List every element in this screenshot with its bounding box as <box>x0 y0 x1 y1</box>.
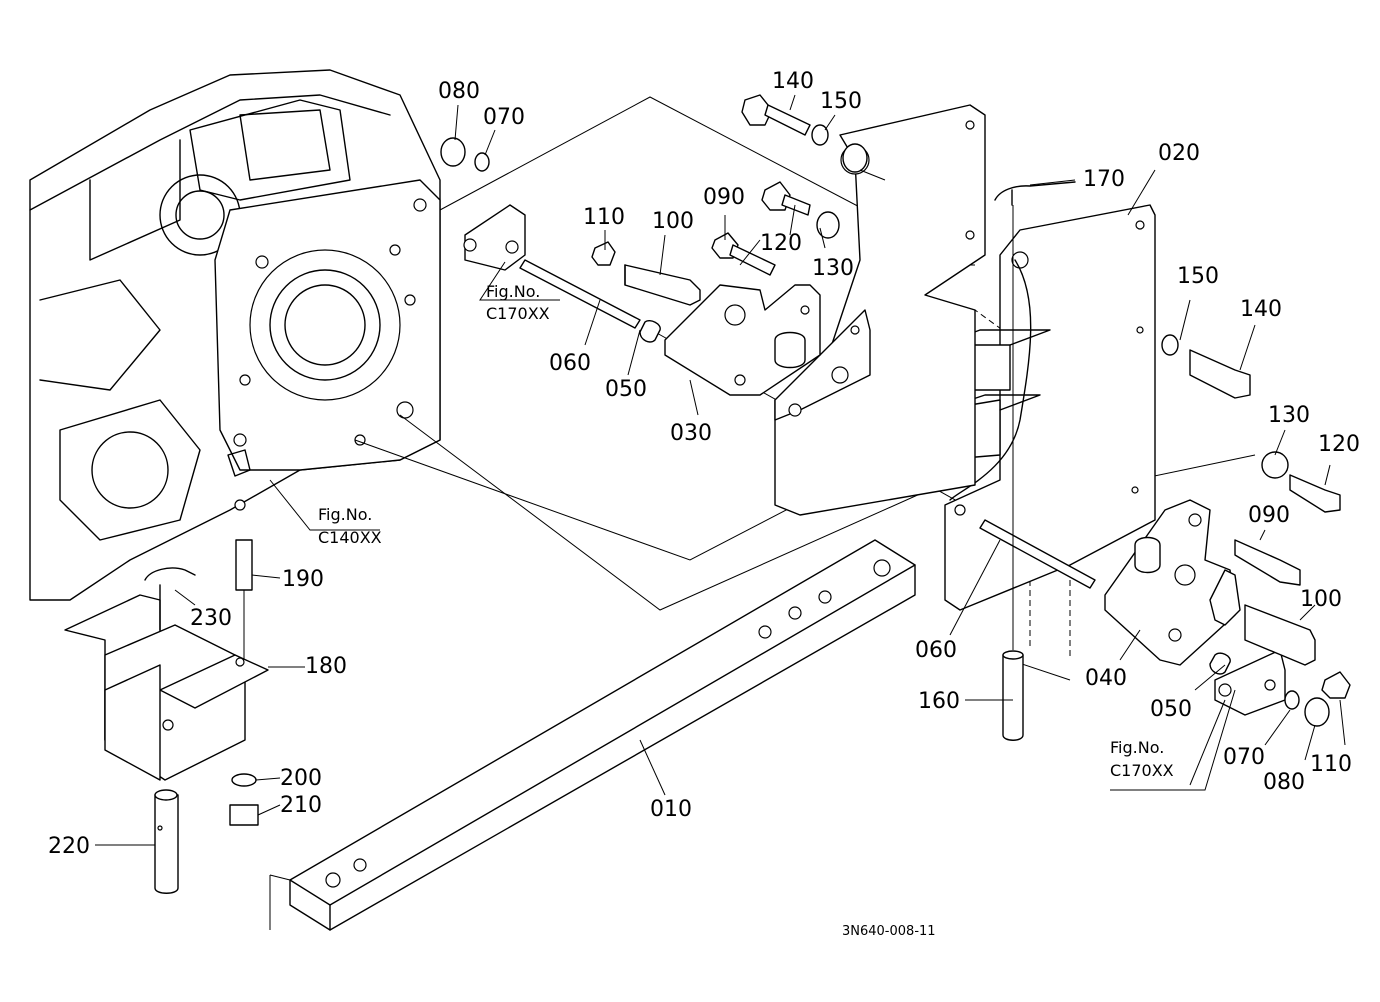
label-180: 180 <box>305 654 347 679</box>
fig-reference-upper: Fig.No. C170XX <box>486 282 550 323</box>
washer-200 <box>231 773 257 787</box>
nut-washer-080-070-lower <box>1284 690 1330 727</box>
label-110-lower: 110 <box>1310 752 1352 777</box>
label-040: 040 <box>1085 666 1127 691</box>
label-090-lower: 090 <box>1248 503 1290 528</box>
fig-ref-3-line1: Fig.No. <box>1110 738 1164 757</box>
label-220: 220 <box>48 834 90 859</box>
label-150-upper: 150 <box>820 89 862 114</box>
label-070-upper: 070 <box>483 105 525 130</box>
label-190: 190 <box>282 567 324 592</box>
bolt-120-090-lower <box>1234 451 1341 586</box>
label-140-lower: 140 <box>1240 297 1282 322</box>
label-080-upper: 080 <box>438 79 480 104</box>
fig-ref-1-line1: Fig.No. <box>486 282 540 301</box>
snap-pin-230 <box>144 567 196 631</box>
label-130-upper: 130 <box>812 256 854 281</box>
bolt-120-090-upper <box>711 181 840 276</box>
fig-ref-2-line1: Fig.No. <box>318 505 372 524</box>
label-010: 010 <box>650 797 692 822</box>
fig-ref-1-line2: C170XX <box>486 304 550 323</box>
label-140-upper: 140 <box>772 69 814 94</box>
label-210: 210 <box>280 793 322 818</box>
stud-060-upper <box>519 259 661 343</box>
label-170: 170 <box>1083 167 1125 192</box>
label-120-lower: 120 <box>1318 432 1360 457</box>
pin-160 <box>1002 205 1024 741</box>
label-100-upper: 100 <box>652 209 694 234</box>
stud-060-lower <box>979 519 1231 675</box>
fig-reference-lower: Fig.No. C170XX <box>1110 738 1174 780</box>
small-bolt-110-upper <box>591 241 616 266</box>
label-050-upper: 050 <box>605 377 647 402</box>
label-130-lower: 130 <box>1268 403 1310 428</box>
fig-ref-3-line2: C170XX <box>1110 761 1174 780</box>
shaft-100-upper <box>624 264 701 306</box>
fig-reference-middle: Fig.No. C140XX <box>318 505 382 547</box>
leader-lines <box>95 94 1346 846</box>
transmission-housing <box>29 69 441 601</box>
bracket-020 <box>944 204 1156 611</box>
drawing-code: 3N640-008-11 <box>842 924 936 939</box>
nut-washer-080-070-upper <box>440 137 490 172</box>
label-080-lower: 080 <box>1263 770 1305 795</box>
label-070-lower: 070 <box>1223 745 1265 770</box>
drawbar-010 <box>269 539 916 931</box>
hitch-bracket-180 <box>64 594 269 781</box>
label-230: 230 <box>190 606 232 631</box>
fig-ref-2-line2: C140XX <box>318 528 382 547</box>
bracket-040 <box>1104 499 1236 666</box>
label-110-upper: 110 <box>583 205 625 230</box>
bolt-140-upper <box>741 94 868 173</box>
small-bolt-110-lower <box>1321 671 1351 699</box>
bolt-190 <box>235 539 253 660</box>
label-100-lower: 100 <box>1300 587 1342 612</box>
part-labels: 080 070 140 150 020 170 110 100 090 120 … <box>48 69 1360 859</box>
label-090-upper: 090 <box>703 185 745 210</box>
bracket-plate-upper <box>774 104 986 516</box>
label-030: 030 <box>670 421 712 446</box>
label-060-lower: 060 <box>915 638 957 663</box>
shaft-100-lower <box>1244 604 1316 666</box>
snap-pin-170 <box>994 181 1076 206</box>
pin-220 <box>154 789 179 894</box>
label-150-lower: 150 <box>1177 264 1219 289</box>
label-050-lower: 050 <box>1150 697 1192 722</box>
bracket-030 <box>664 284 821 396</box>
label-120-upper: 120 <box>760 231 802 256</box>
label-020: 020 <box>1158 141 1200 166</box>
label-160: 160 <box>918 689 960 714</box>
ref-plate-upper <box>463 204 526 271</box>
nut-210 <box>229 804 259 826</box>
bolt-140-lower <box>1161 334 1251 399</box>
label-060-upper: 060 <box>549 351 591 376</box>
label-200: 200 <box>280 766 322 791</box>
